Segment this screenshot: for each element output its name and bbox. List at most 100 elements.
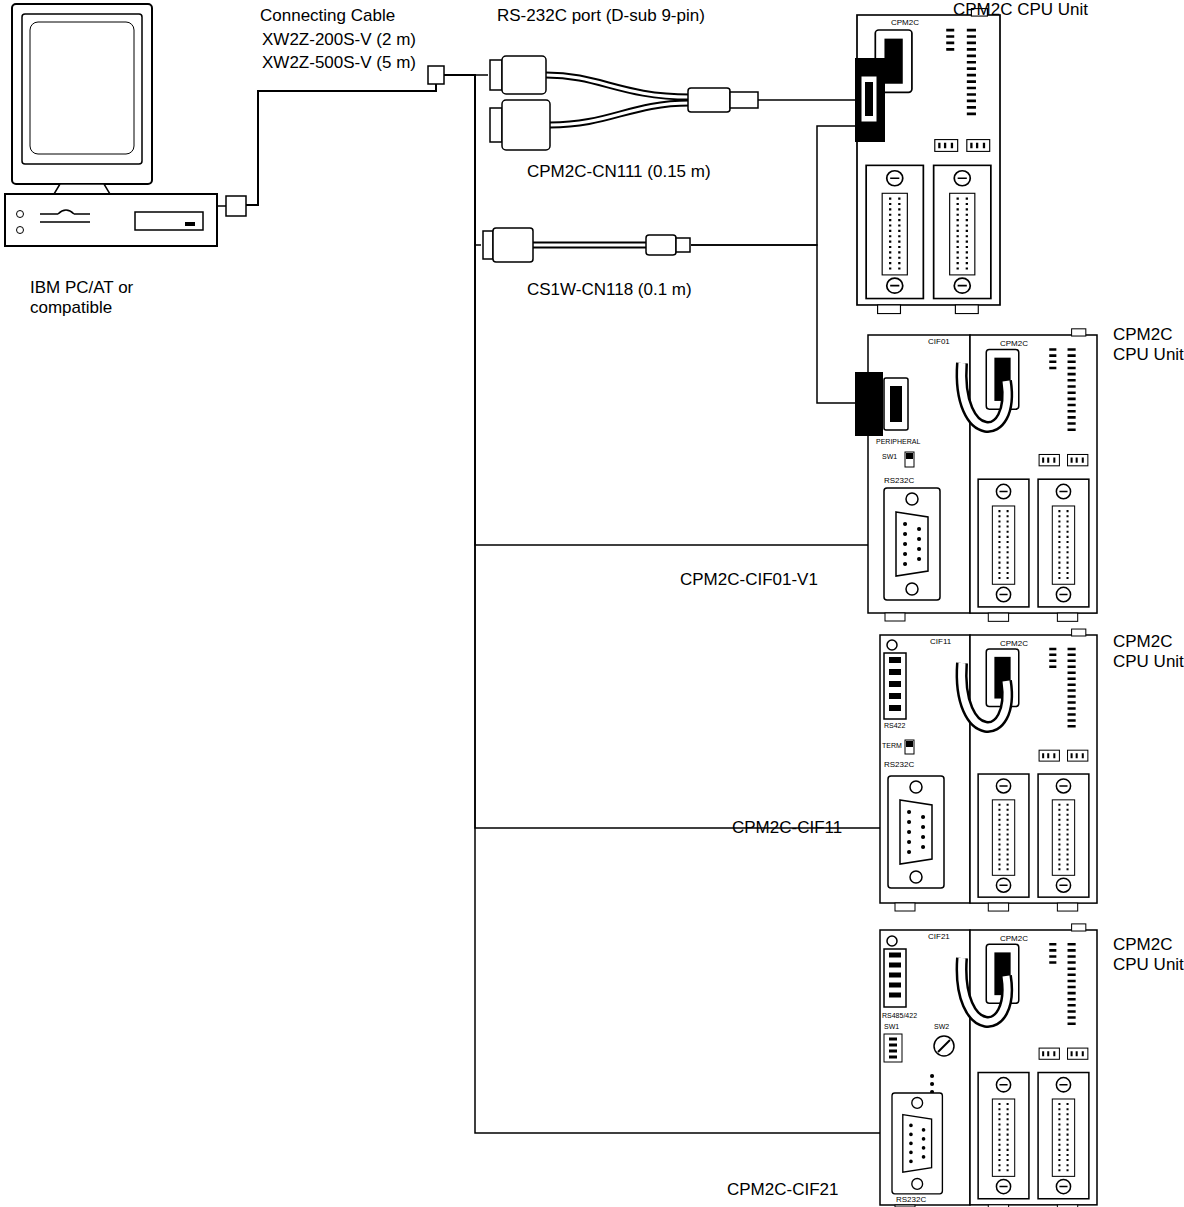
panel-text: CPM2C (1000, 339, 1028, 348)
din-clip (895, 1205, 915, 1207)
reset-button (17, 227, 24, 234)
adapter-body (880, 930, 970, 1205)
device-label: CPM2C CPU Unit (953, 0, 1088, 20)
adapter-port (861, 76, 877, 122)
cable-line (758, 99, 857, 101)
dsub-port (888, 776, 944, 888)
rotary-pointer (938, 1040, 950, 1052)
power-button (17, 211, 24, 218)
cable-sheath (533, 242, 648, 249)
monitor-bezel (22, 14, 142, 164)
port-name: RS485/422 (882, 1012, 917, 1020)
device-label: CPM2C-CN111 (0.15 m) (527, 162, 711, 182)
device-label: CS1W-CN118 (0.1 m) (527, 280, 692, 300)
monitor-screen (30, 22, 134, 154)
indicator-leds (930, 1076, 934, 1092)
device-label: RS-232C port (D-sub 9-pin) (497, 6, 705, 26)
cpu-unit: CPM2C CPU Unit (970, 635, 1097, 903)
cable-line (246, 75, 880, 828)
model-number: XW2Z-200S-V (2 m) (262, 30, 416, 50)
peripheral-adapter (855, 58, 885, 142)
cable-line (246, 75, 488, 205)
cable-line (246, 75, 481, 245)
port-slot (890, 386, 902, 422)
switch-knob (906, 453, 913, 459)
cable-line (691, 245, 868, 403)
connector-plug (676, 238, 690, 252)
device-label: CPM2C CPU Unit (1113, 632, 1184, 673)
peripheral-port (884, 378, 908, 430)
dsub-hood (493, 228, 533, 262)
adapter-cable: CS1W-CN118 (0.1 m) (481, 228, 691, 308)
device-label: IBM PC/AT or compatible (30, 278, 150, 319)
panel-text: CIF11 (930, 637, 951, 646)
loop-cable (962, 663, 1008, 727)
dsub-shell (490, 108, 502, 142)
dsub-hood (502, 56, 546, 94)
cable-sheath (546, 75, 690, 97)
din-clip (885, 613, 905, 621)
screw (887, 640, 897, 650)
panel-text: CPM2C (1000, 639, 1028, 648)
communications-adapter: CPM2C-CIF21 (880, 930, 970, 1205)
cable-name: Connecting Cable (260, 6, 395, 26)
round-connector (688, 88, 730, 112)
drive-button (185, 222, 195, 226)
panel-text: CIF01 (928, 337, 950, 346)
connector-plug (730, 92, 758, 108)
cpu-unit-drawing (857, 9, 1000, 314)
cpu-unit-drawing (970, 329, 1097, 622)
terminal-screws (889, 955, 901, 995)
port-name: RS232C (884, 760, 914, 769)
device-label: CPM2C-CIF21 (727, 1180, 838, 1200)
cable-line (246, 75, 880, 1133)
switch-name: SW2 (934, 1023, 949, 1031)
slide-switch (905, 740, 914, 754)
panel-text: CPM2C (891, 18, 919, 27)
din-clip (895, 903, 915, 911)
device-label: CPM2C CPU Unit (1113, 935, 1184, 976)
dsub-port (892, 1093, 942, 1194)
cable-core (533, 244, 648, 247)
dsub-hood (502, 100, 550, 150)
cable-core (546, 75, 690, 97)
pc-cable (217, 205, 226, 207)
dsub-shell (483, 231, 493, 259)
slide-switch (905, 452, 914, 467)
rotary-switch (934, 1036, 954, 1056)
switch-knob (906, 741, 913, 747)
cpu-unit: CPM2C CPU Unit (970, 930, 1097, 1205)
adapter-cable: RS-232C port (D-sub 9-pin) CPM2C-CN111 (0… (488, 0, 758, 190)
cpu-unit-drawing (970, 924, 1097, 1207)
cable-connector (428, 66, 444, 84)
terminal-screws (889, 660, 901, 708)
cpu-unit-drawing (970, 629, 1097, 911)
dsub-shell (490, 60, 502, 90)
switch-name: TERM (882, 742, 902, 750)
personal-computer: IBM PC/AT or compatible (0, 0, 246, 330)
terminal-block (884, 653, 906, 719)
adapter-slot (865, 82, 873, 116)
cable-core (550, 103, 690, 125)
cpu-unit: CPM2C CPU Unit (970, 335, 1097, 613)
monitor-stand (54, 184, 110, 194)
cable-line (246, 75, 868, 545)
port-name: RS232C (896, 1195, 926, 1204)
switch-levers (889, 1039, 897, 1057)
loop-cable (962, 363, 1008, 427)
port-name: RS232C (884, 476, 914, 485)
cpu-unit: CPM2C CPU Unit (857, 0, 1107, 308)
cable-sheath (550, 103, 690, 125)
disk-drive (40, 210, 90, 222)
dsub-port (884, 488, 940, 600)
switch-name: SW1 (882, 453, 897, 461)
device-label: CPM2C-CIF11 (732, 818, 842, 838)
adapter-body (880, 635, 970, 903)
floppy-drive (135, 212, 203, 230)
port-name: RS422 (884, 722, 905, 730)
cable-line (691, 126, 857, 245)
adapter-body (868, 335, 970, 613)
switch-name: SW1 (884, 1023, 899, 1031)
